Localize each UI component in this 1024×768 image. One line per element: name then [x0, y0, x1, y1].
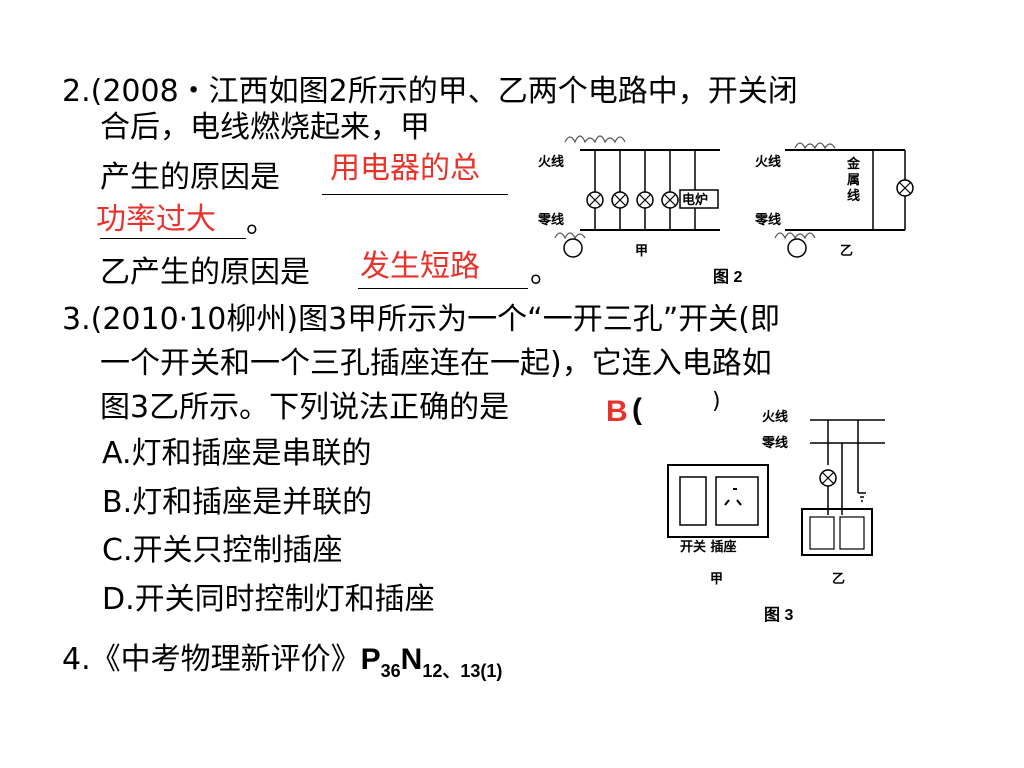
- switch-icon: [679, 476, 707, 526]
- q4-p: P: [360, 643, 381, 676]
- q4-prefix: 4.《中考物理新评价》: [62, 642, 361, 677]
- lamp-branches: [586, 150, 696, 230]
- q2-line2: 合后，电线燃烧起来，甲: [100, 110, 430, 145]
- q2-blank1-underline: [322, 194, 508, 195]
- q2-blank1b-underline: [100, 238, 246, 239]
- mascot-icon: [787, 238, 807, 258]
- fig3-neutral-label: 零线: [761, 435, 788, 451]
- electric-stove-box: [679, 189, 719, 209]
- q3-line3: 图3乙所示。下列说法正确的是: [100, 390, 510, 425]
- device-label: 电炉: [682, 192, 708, 208]
- figure-2-diagram: 电炉 火线 零线 甲 火线 零线 金属线 乙 图 2: [537, 135, 914, 286]
- q4-n-sub: 12、13(1): [422, 661, 503, 681]
- figure-3-yi-name: 乙: [832, 572, 845, 587]
- switch-socket-panel: [667, 464, 769, 538]
- q4-line: 4.《中考物理新评价》P36N12、13(1): [62, 640, 502, 691]
- q4-n: N: [400, 643, 423, 676]
- yi-metal-label: 金属线: [846, 156, 861, 204]
- q3-option-d: D.开关同时控制灯和插座: [102, 582, 435, 617]
- figure-2-caption: 图 2: [713, 268, 742, 286]
- q3-option-a: A.灯和插座是串联的: [102, 436, 372, 471]
- figure-2-jia-circuit: 电炉 火线 零线 甲: [537, 135, 720, 259]
- figure-3-diagram: 开关 插座 甲 火线 零线 乙 图 3: [667, 409, 885, 624]
- figure-3-caption: 图 3: [764, 606, 793, 624]
- jia-name: 甲: [635, 244, 648, 259]
- q4-p-sub: 36: [380, 661, 401, 681]
- switch-socket-label: 开关 插座: [680, 539, 737, 555]
- q2-line1: 2.(2008・江西如图2所示的甲、乙两个电路中，开关闭: [62, 74, 798, 109]
- q2-line5-end: 。: [530, 255, 560, 290]
- q2-answer1-part1: 用电器的总: [330, 151, 480, 186]
- q3-option-c: C.开关只控制插座: [102, 533, 343, 568]
- yi-metal-label-1: 金: [846, 156, 861, 172]
- figure-3-yi: 火线 零线 乙: [761, 409, 885, 587]
- q2-line4-end: 。: [246, 205, 276, 240]
- q3-answer: B: [606, 395, 628, 428]
- q2-blank2-underline: [358, 288, 528, 289]
- mascot-icon: [563, 238, 583, 258]
- q3-line1: 3.(2010·10柳州)图3甲所示为一个“一开三孔”开关(即: [62, 302, 780, 337]
- flame-icon: [794, 142, 836, 150]
- flame-icon: [774, 232, 816, 240]
- q3-line2: 一个开关和一个三孔插座连在一起)，它连入电路如: [100, 346, 772, 381]
- q3-option-b: B.灯和插座是并联的: [102, 485, 373, 520]
- yi-name: 乙: [840, 244, 853, 259]
- flame-icon: [554, 232, 586, 240]
- jia-neutral-label: 零线: [537, 212, 564, 228]
- q3-paren-open: (: [632, 393, 642, 426]
- fig3-live-label: 火线: [762, 409, 788, 425]
- flame-icon: [564, 135, 626, 144]
- yi-live-label: 火线: [755, 154, 781, 170]
- q3-paren-close: ): [712, 389, 721, 414]
- yi-neutral-label: 零线: [754, 212, 781, 228]
- q2-answer1-part2: 功率过大: [96, 202, 216, 237]
- ground-icon: [858, 492, 866, 502]
- figure-2-yi-circuit: 火线 零线 金属线 乙: [754, 142, 914, 259]
- jia-live-label: 火线: [538, 154, 564, 170]
- q2-answer2: 发生短路: [360, 249, 480, 284]
- figure-3-jia-name: 甲: [710, 572, 723, 587]
- wall-box: [801, 508, 873, 556]
- q2-line3-prefix: 产生的原因是: [100, 160, 280, 195]
- figure-3-jia: 开关 插座 甲: [667, 464, 769, 587]
- socket-icon: [715, 476, 759, 526]
- q2-line5-prefix: 乙产生的原因是: [100, 255, 310, 290]
